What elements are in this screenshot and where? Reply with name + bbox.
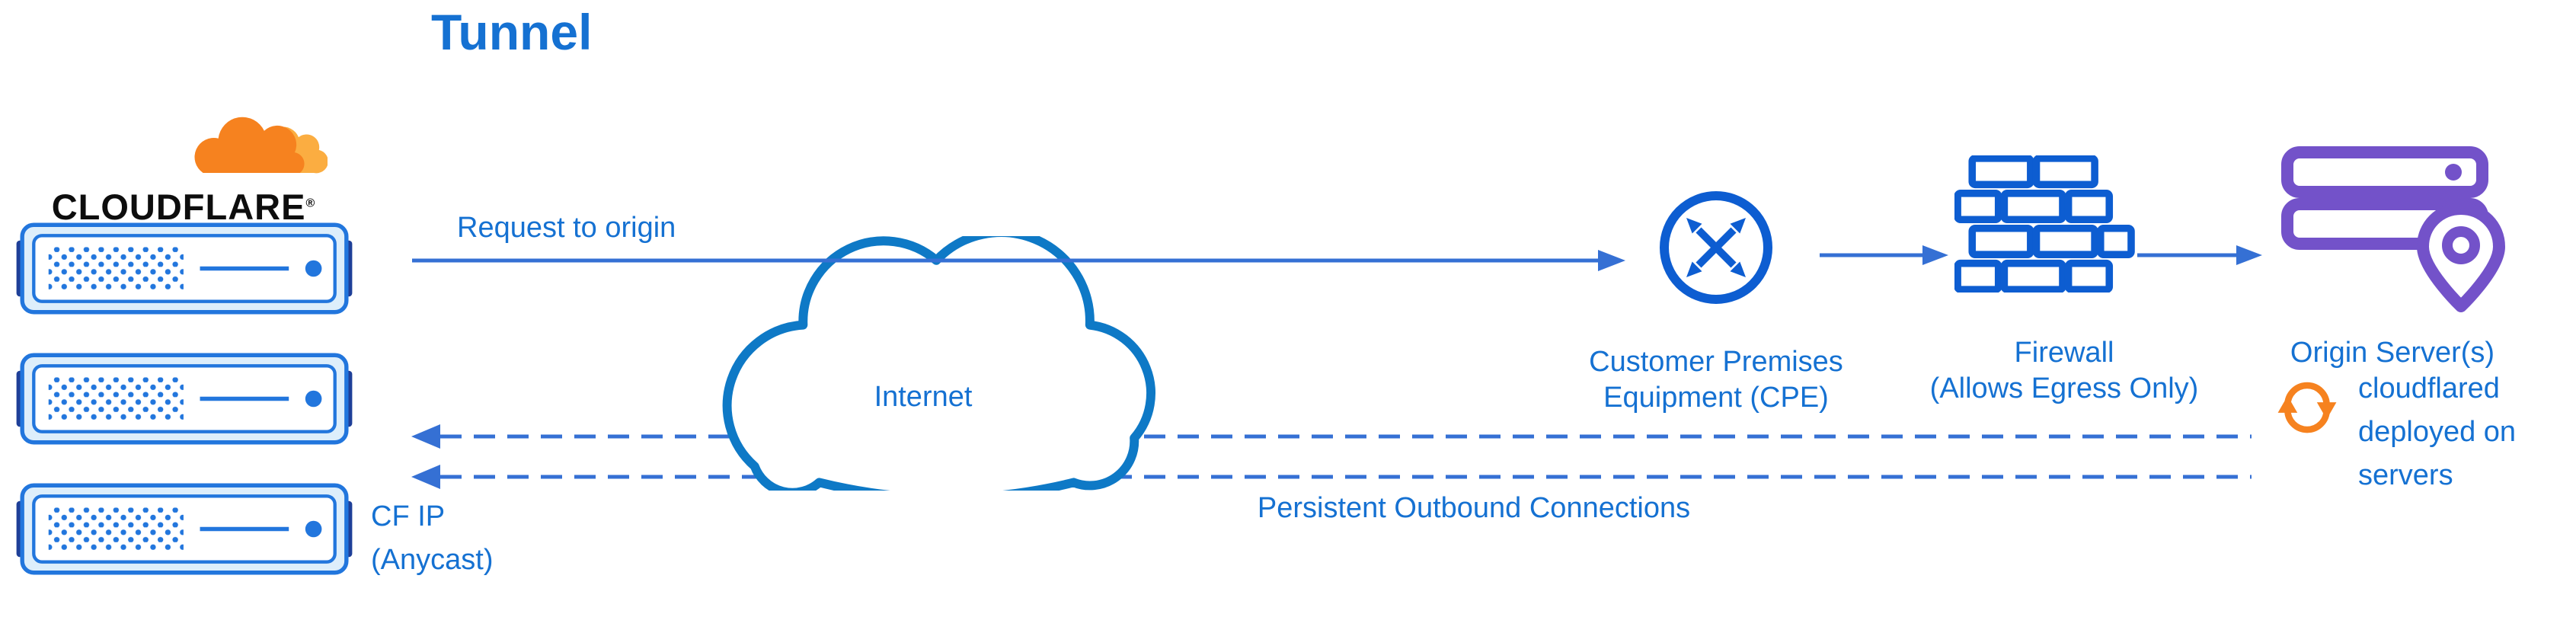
cpe-to-firewall-arrow (1820, 245, 1948, 265)
firewall-to-origin-arrow (2137, 245, 2262, 265)
cf-ip-line1: CF IP (371, 500, 446, 532)
firewall-label-line2: (Allows Egress Only) (1929, 372, 2199, 404)
cloudflare-edge-server-icon (15, 483, 353, 575)
location-pin-icon (2417, 203, 2505, 312)
cloudflare-wordmark: CLOUDFLARE® (37, 186, 331, 228)
request-to-origin-label: Request to origin (457, 212, 676, 244)
cloudflare-edge-server-icon (15, 353, 353, 445)
cpe-label-line2: Equipment (CPE) (1603, 382, 1829, 414)
cloudflared-label-line3: servers (2358, 459, 2453, 491)
cloudflared-label-line1: cloudflared (2358, 372, 2500, 404)
origin-server-icon (2281, 146, 2505, 312)
diagram-title: Tunnel (431, 4, 593, 60)
internet-cloud-icon (722, 236, 1155, 491)
registered-mark: ® (305, 197, 316, 210)
cpe-label: Customer Premises Equipment (CPE) (1545, 344, 1887, 416)
persistent-outbound-label: Persistent Outbound Connections (1257, 492, 1691, 524)
cf-ip-anycast-label: CF IP (Anycast) (371, 495, 493, 582)
cloudflared-label: cloudflared deployed on servers (2358, 367, 2516, 497)
cloudflare-edge-server-icon (15, 222, 353, 315)
firewall-label-line1: Firewall (2014, 337, 2114, 369)
cpe-label-line1: Customer Premises (1589, 346, 1843, 378)
outbound-dashed-arrow-bottom (411, 465, 2252, 489)
cpe-icon (1660, 191, 1772, 304)
origin-server-label: Origin Server(s) (2290, 337, 2495, 369)
cloudflare-logo-icon (194, 117, 328, 174)
firewall-icon (1954, 155, 2135, 293)
internet-label: Internet (874, 381, 973, 413)
cf-ip-line2: (Anycast) (371, 544, 494, 576)
firewall-label: Firewall (Allows Egress Only) (1881, 335, 2247, 407)
cloudflare-wordmark-text: CLOUDFLARE (51, 187, 306, 227)
cloudflared-label-line2: deployed on (2358, 416, 2517, 448)
request-arrow (412, 250, 1625, 271)
sync-arrows-icon (2277, 382, 2337, 433)
